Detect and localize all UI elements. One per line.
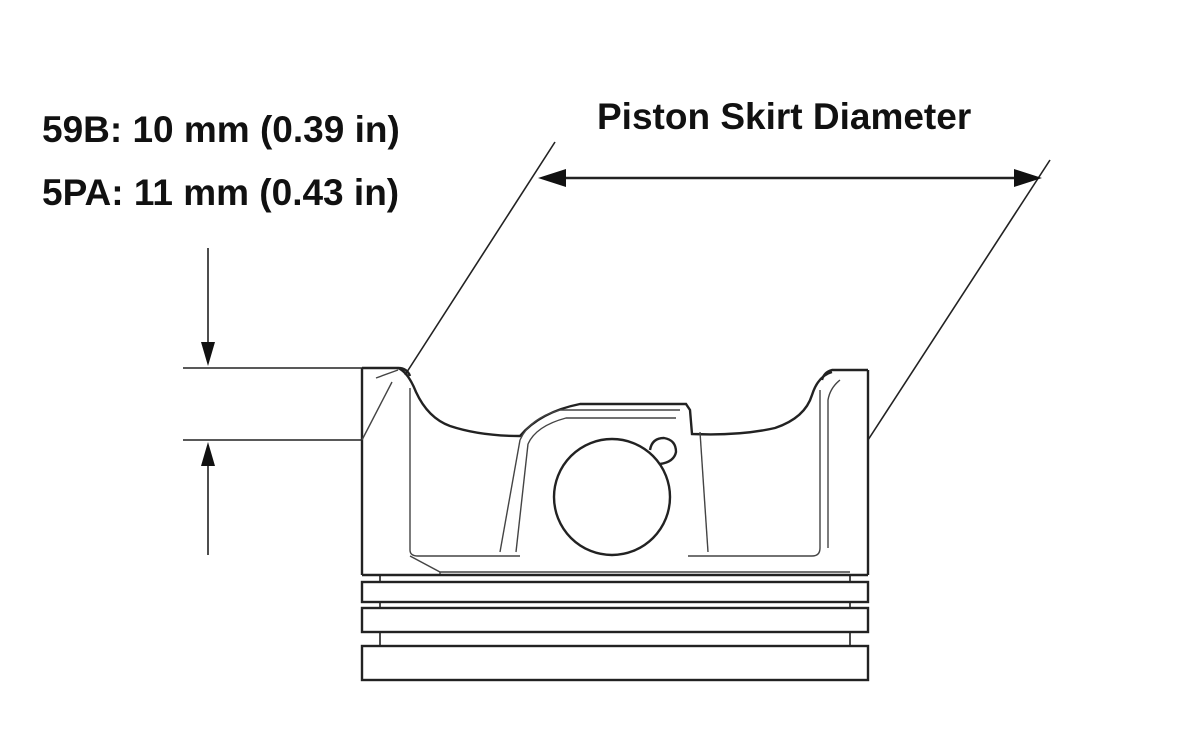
skirt-diameter-arrow bbox=[538, 169, 1042, 187]
measurement-label-5pa: 5PA: 11 mm (0.43 in) bbox=[42, 172, 399, 213]
height-dimension bbox=[183, 248, 362, 555]
diagram-title: Piston Skirt Diameter bbox=[597, 96, 971, 137]
skirt-extension-line-left bbox=[404, 141, 556, 376]
measurement-label-59b: 59B: 10 mm (0.39 in) bbox=[42, 109, 400, 150]
piston-body bbox=[360, 366, 870, 577]
piston-pin-circle bbox=[552, 437, 672, 557]
ring-grooves bbox=[360, 576, 870, 682]
skirt-extension-line-right bbox=[867, 159, 1051, 441]
